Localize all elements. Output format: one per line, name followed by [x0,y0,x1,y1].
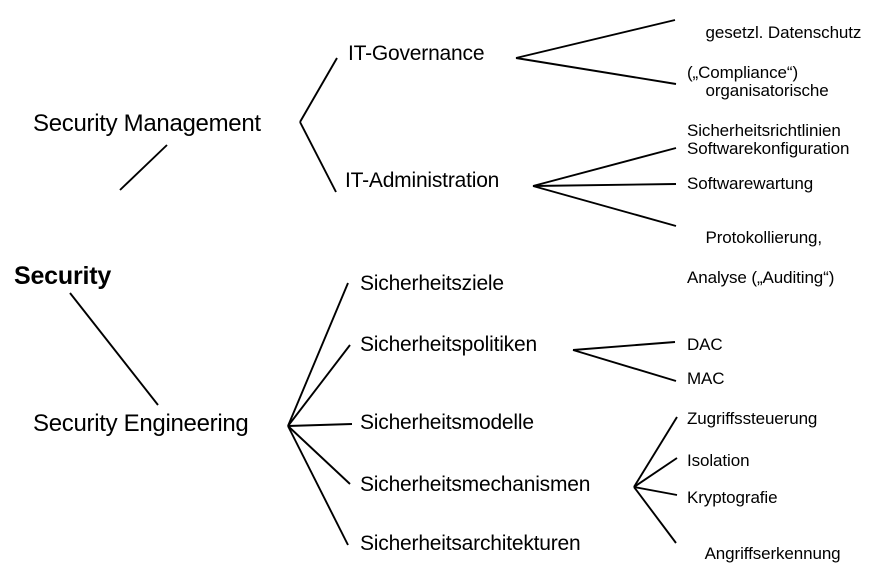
edge-politiken-fork-mac [572,349,677,382]
edge-administration-fork-upper [532,147,677,187]
edge-governance-fork-upper [515,19,676,59]
leaf-organisatorische-sicherheitsrichtlinien[interactable]: organisatorische Sicherheitsrichtlinien [687,61,841,181]
leaf-line-1: gesetzl. Datenschutz [705,23,862,43]
edge-engineering-fork-politiken [287,344,351,427]
leaf-softwarewartung[interactable]: Softwarewartung [687,174,814,193]
leaf-isolation[interactable]: Isolation [687,451,750,470]
leaf-line-1: organisatorische [705,81,829,101]
edge-management-fork-upper [299,57,338,123]
edge-root-to-security-engineering [69,292,159,406]
edge-governance-fork-lower [515,57,677,85]
leaf-gesetzl-datenschutz[interactable]: gesetzl. Datenschutz („Compliance“) [687,3,861,123]
leaf-angriffserkennung[interactable]: Angriffserkennung (Intrusion Detection) [687,524,841,578]
edge-engineering-fork-modelle [287,423,353,427]
leaf-kryptografie[interactable]: Kryptografie [687,488,778,507]
node-it-administration[interactable]: IT-Administration [345,169,500,192]
leaf-mac[interactable]: MAC [687,369,725,388]
leaf-zugriffssteuerung[interactable]: Zugriffssteuerung [687,409,818,428]
leaf-line-1: Angriffserkennung [704,544,841,564]
edge-engineering-fork-ziele [287,282,349,427]
edge-administration-fork-lower [532,185,677,227]
node-sicherheitsmodelle[interactable]: Sicherheitsmodelle [360,411,534,434]
node-security-management[interactable]: Security Management [33,110,261,137]
leaf-line-2: Sicherheitsrichtlinien [687,121,841,141]
leaf-line-2: Analyse („Auditing“) [687,268,835,288]
node-security-engineering[interactable]: Security Engineering [33,410,249,437]
leaf-softwarekonfiguration[interactable]: Softwarekonfiguration [687,139,850,158]
edge-management-fork-lower [299,121,337,193]
leaf-line-1: Protokollierung, [705,228,823,248]
edge-mechanismen-fork-angriffserkennung [633,486,677,544]
edge-administration-fork-middle [532,183,677,187]
node-sicherheitsziele[interactable]: Sicherheitsziele [360,272,504,295]
edge-root-to-security-management [119,144,168,191]
node-sicherheitspolitiken[interactable]: Sicherheitspolitiken [360,333,537,356]
node-security-root[interactable]: Security [14,262,112,290]
leaf-line-2: („Compliance“) [687,63,799,83]
node-sicherheitsmechanismen[interactable]: Sicherheitsmechanismen [360,473,591,496]
leaf-dac[interactable]: DAC [687,335,723,354]
edge-mechanismen-fork-zugriffssteuerung [633,416,678,488]
edge-mechanismen-fork-isolation [633,457,678,488]
edge-engineering-fork-mechanismen [287,425,351,485]
node-sicherheitsarchitekturen[interactable]: Sicherheitsarchitekturen [360,532,581,555]
node-it-governance[interactable]: IT-Governance [348,42,485,65]
edge-politiken-fork-dac [572,341,676,351]
edge-mechanismen-fork-kryptografie [633,486,678,496]
leaf-protokollierung-analyse[interactable]: Protokollierung, Analyse („Auditing“) [687,208,834,328]
edge-engineering-fork-architekturen [287,425,349,546]
